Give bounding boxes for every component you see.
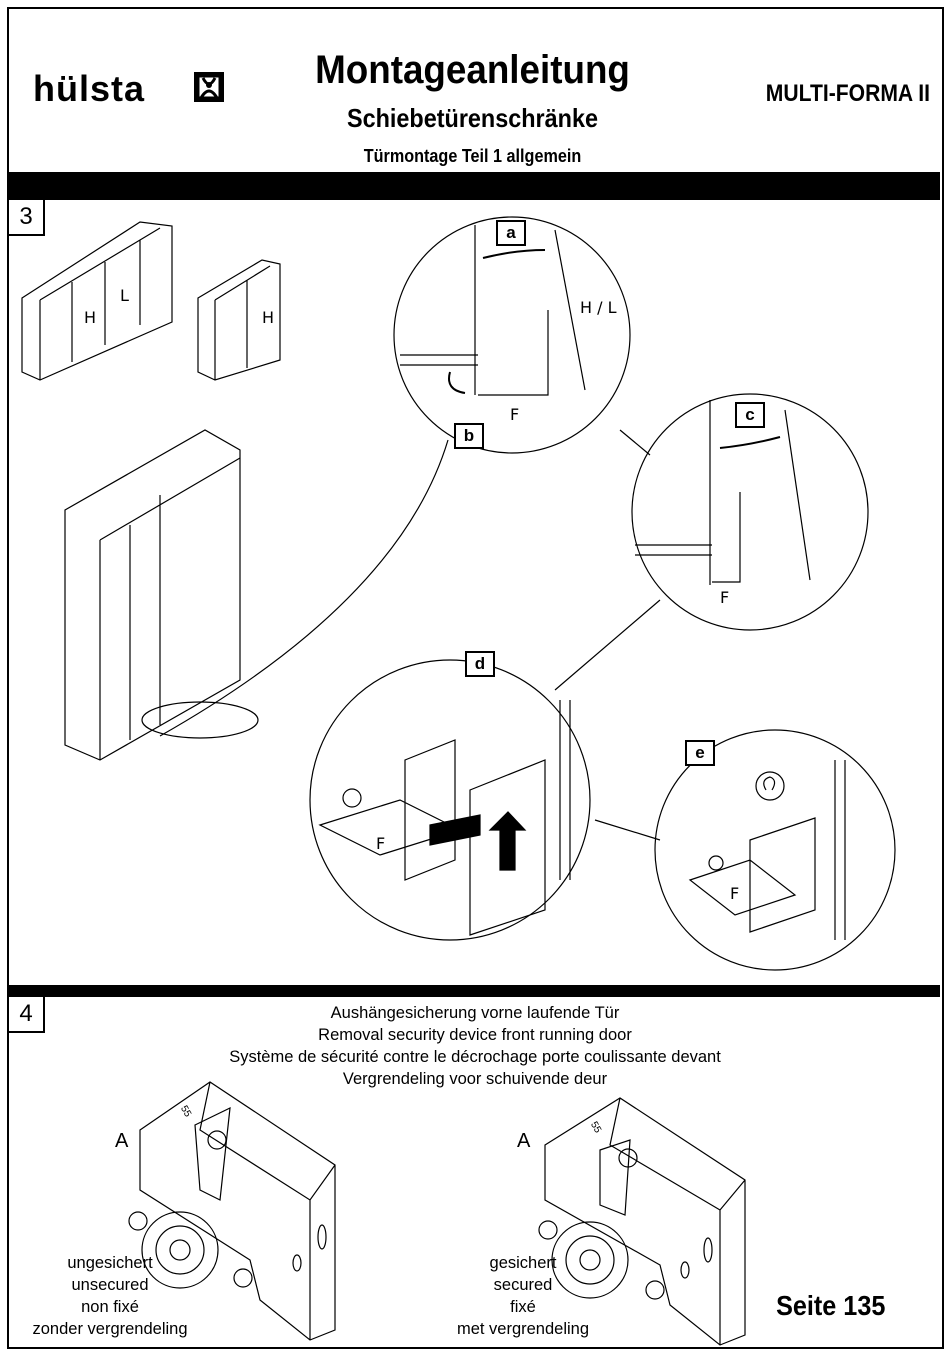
state-fr: fixé bbox=[510, 1298, 536, 1316]
fitting-label-a: A bbox=[115, 1130, 129, 1152]
state-de: ungesichert bbox=[67, 1254, 153, 1272]
state-en: unsecured bbox=[71, 1276, 149, 1294]
state-unsecured: ungesichert unsecured non fixé zonder ve… bbox=[20, 1252, 200, 1340]
fitting-label: F bbox=[730, 884, 740, 903]
section-title: Türmontage Teil 1 allgemein bbox=[363, 146, 582, 166]
state-de: gesichert bbox=[489, 1254, 557, 1272]
detail-label-a: a bbox=[496, 220, 526, 246]
panel-label-l: L bbox=[120, 286, 129, 305]
caption-fr: Système de sécurité contre le décrochage… bbox=[229, 1048, 721, 1066]
state-en: secured bbox=[493, 1276, 553, 1294]
document-title: Montageanleitung bbox=[315, 48, 630, 92]
step4-captions: Aushängesicherung vorne laufende Tür Rem… bbox=[150, 1002, 800, 1090]
caption-en: Removal security device front running do… bbox=[318, 1026, 632, 1044]
state-nl: zonder vergrendeling bbox=[32, 1320, 188, 1338]
detail-label-c: c bbox=[735, 402, 765, 428]
brand-mark-icon bbox=[194, 72, 224, 102]
fitting-label: F bbox=[720, 588, 730, 607]
state-nl: met vergrendeling bbox=[456, 1320, 590, 1338]
panel-label-h: H bbox=[84, 308, 97, 327]
caption-de: Aushängesicherung vorne laufende Tür bbox=[330, 1004, 620, 1022]
step-number: 4 bbox=[9, 997, 45, 1033]
detail-label-b: b bbox=[454, 423, 484, 449]
divider-band bbox=[9, 172, 940, 200]
page-number: Seite 135 bbox=[776, 1290, 886, 1321]
caption-nl: Vergrendeling voor schuivende deur bbox=[342, 1070, 608, 1088]
fitting-label: F bbox=[376, 834, 386, 853]
door-label: H / L bbox=[580, 298, 617, 317]
step-number: 3 bbox=[9, 200, 45, 236]
panel-label-h: H bbox=[262, 308, 275, 327]
document-subtitle: Schiebetürenschränke bbox=[346, 103, 598, 133]
divider-band bbox=[9, 985, 940, 997]
detail-label-e: e bbox=[685, 740, 715, 766]
brand-logo: hülsta bbox=[33, 68, 146, 109]
detail-label-d: d bbox=[465, 651, 495, 677]
state-fr: non fixé bbox=[81, 1298, 139, 1316]
fitting-label-a: A bbox=[517, 1130, 531, 1152]
product-name: MULTI-FORMA II bbox=[765, 80, 930, 107]
page-frame bbox=[7, 7, 944, 1349]
state-secured: gesichert secured fixé met vergrendeling bbox=[433, 1252, 613, 1340]
fitting-label: F bbox=[510, 405, 520, 424]
